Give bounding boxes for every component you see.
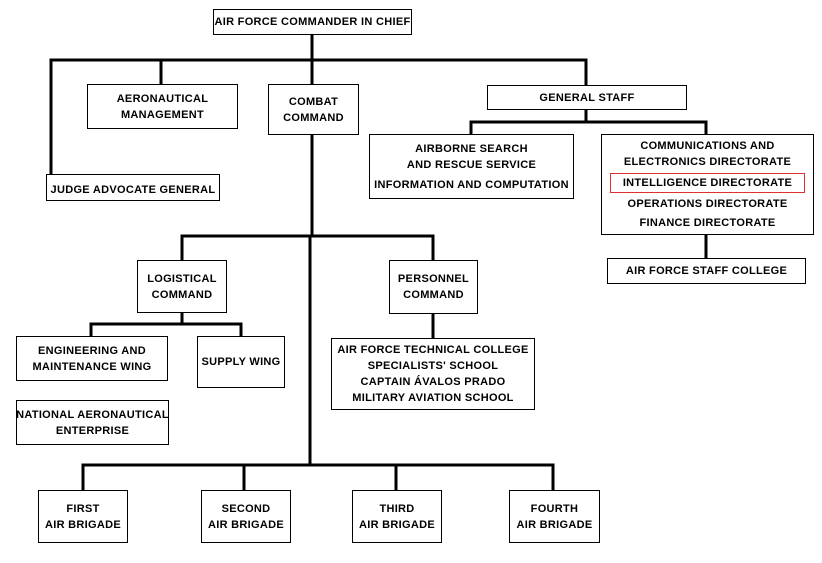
node-air-force-commander-in-chief: AIR FORCE COMMANDER IN CHIEF [213,9,412,35]
node-label: FIRST [66,502,100,515]
node-aeronautical-management: AERONAUTICAL MANAGEMENT [87,84,238,129]
node-second-air-brigade: SECOND AIR BRIGADE [201,490,291,543]
node-label: ENTERPRISE [55,424,130,437]
node-label-highlighted: INTELLIGENCE DIRECTORATE [609,173,806,193]
node-label: SPECIALISTS' SCHOOL [367,360,499,372]
node-schools: AIR FORCE TECHNICAL COLLEGE SPECIALISTS'… [331,338,535,410]
node-air-force-staff-college: AIR FORCE STAFF COLLEGE [607,258,806,284]
node-label: COMBAT [288,95,339,108]
node-label: COMMAND [151,288,213,301]
node-label: AIR FORCE TECHNICAL COLLEGE [337,344,529,356]
node-supply-wing: SUPPLY WING [197,336,285,388]
node-label: AIR BRIGADE [44,518,122,531]
node-label: MANAGEMENT [120,108,205,121]
node-label: JUDGE ADVOCATE GENERAL [50,183,216,196]
node-label: AIR FORCE STAFF COLLEGE [625,265,788,277]
node-label: AIR BRIGADE [358,518,436,531]
node-label: THIRD [379,502,415,515]
node-label: FOURTH [530,502,579,515]
node-label: NATIONAL AERONAUTICAL [16,408,169,421]
node-engineering-and-maintenance-wing: ENGINEERING AND MAINTENANCE WING [16,336,168,381]
node-third-air-brigade: THIRD AIR BRIGADE [352,490,442,543]
node-label: GENERAL STAFF [539,91,635,104]
node-label: AERONAUTICAL [116,92,209,105]
node-label: AIR BRIGADE [516,518,593,531]
node-label: ELECTRONICS DIRECTORATE [623,156,792,168]
node-combat-command: COMBAT COMMAND [268,84,359,135]
node-airborne-search-and-rescue: AIRBORNE SEARCH AND RESCUE SERVICE INFOR… [369,134,574,199]
node-label: AIRBORNE SEARCH [415,142,528,155]
node-communications-and-electronics: COMMUNICATIONS AND ELECTRONICS DIRECTORA… [601,134,814,235]
node-logistical-command: LOGISTICAL COMMAND [137,260,227,313]
node-general-staff: GENERAL STAFF [487,85,687,110]
node-label: COMMAND [283,111,344,124]
node-label: PERSONNEL [397,273,470,285]
node-label: OPERATIONS DIRECTORATE [627,198,788,210]
node-label: SUPPLY WING [201,356,281,368]
node-label: AIR BRIGADE [207,518,285,531]
node-label: ENGINEERING AND [38,344,146,357]
node-label: INFORMATION AND COMPUTATION [374,178,569,191]
node-label: MAINTENANCE WING [32,360,152,373]
node-label: FINANCE DIRECTORATE [639,217,776,229]
node-fourth-air-brigade: FOURTH AIR BRIGADE [509,490,600,543]
node-first-air-brigade: FIRST AIR BRIGADE [38,490,128,543]
node-label: LOGISTICAL [147,272,217,285]
node-personnel-command: PERSONNEL COMMAND [389,260,478,314]
node-judge-advocate-general: JUDGE ADVOCATE GENERAL [46,174,220,201]
node-label: MILITARY AVIATION SCHOOL [352,392,514,404]
node-label: AIR FORCE COMMANDER IN CHIEF [214,16,411,28]
node-label: SECOND [221,502,271,515]
node-label: COMMUNICATIONS AND [640,140,775,152]
node-national-aeronautical-enterprise: NATIONAL AERONAUTICAL ENTERPRISE [16,400,169,445]
node-label: CAPTAIN ÁVALOS PRADO [360,376,506,388]
node-label: AND RESCUE SERVICE [406,158,537,171]
node-label: COMMAND [403,289,464,301]
